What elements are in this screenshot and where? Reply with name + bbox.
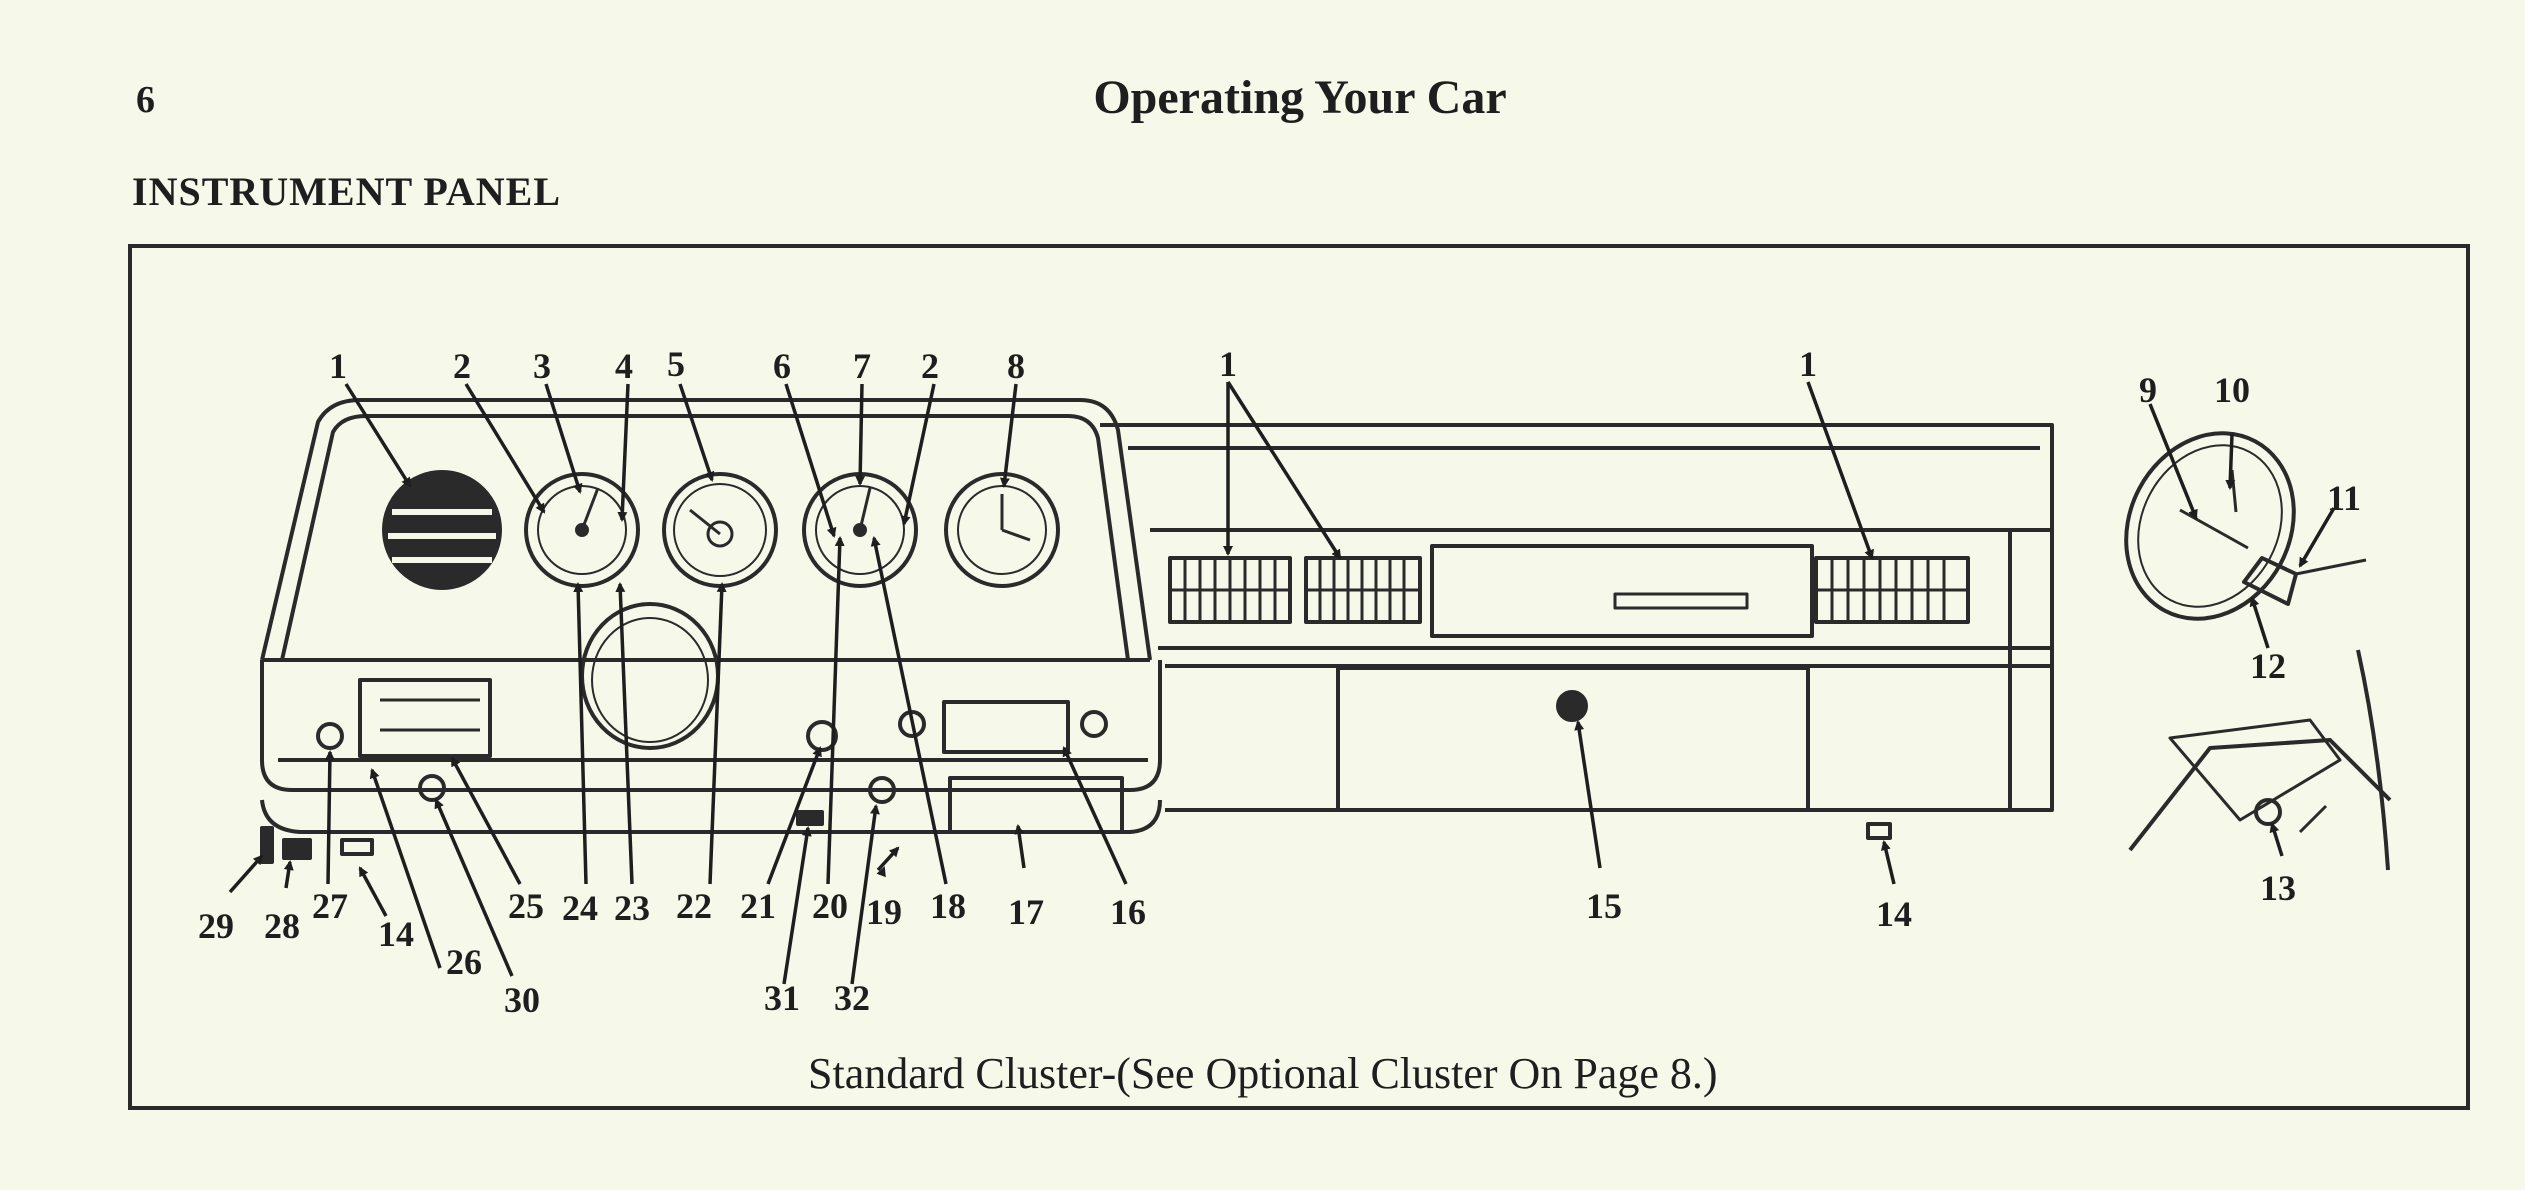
diagram-caption: Standard Cluster-(See Optional Cluster O… (808, 1049, 1718, 1098)
callout-12: 12 (2250, 646, 2286, 686)
callout-3: 3 (533, 346, 551, 386)
knob-32 (868, 776, 896, 804)
callout-4: 4 (615, 346, 633, 386)
callout-25: 25 (508, 886, 544, 926)
callout-29: 29 (198, 906, 234, 946)
vent-left-2 (1304, 556, 1422, 624)
round-vent (382, 470, 502, 590)
glove-box (1336, 666, 1810, 812)
callout-10: 10 (2214, 370, 2250, 410)
callout-20: 20 (812, 886, 848, 926)
callout-9: 9 (2139, 370, 2157, 410)
page-title: Operating Your Car (1093, 71, 1507, 124)
column-opening (580, 602, 720, 750)
callout-18: 18 (930, 886, 966, 926)
callout-15: 15 (1586, 886, 1622, 926)
gauge-clock (944, 472, 1060, 588)
callout-24: 24 (562, 888, 598, 928)
vent-left-1 (1168, 556, 1292, 624)
headlamp-switch-panel (358, 678, 492, 758)
vent-right (1814, 556, 1970, 624)
section-heading: INSTRUMENT PANEL (132, 169, 562, 214)
knob-27 (316, 722, 344, 750)
gauge-fuel-volts (524, 472, 640, 588)
callout-30: 30 (504, 980, 540, 1020)
callout-31: 31 (764, 978, 800, 1018)
callout-2: 2 (921, 346, 939, 386)
knob-30 (418, 774, 446, 802)
gauge-temp-oil (802, 472, 918, 588)
callout-17: 17 (1008, 892, 1044, 932)
callout-26: 26 (446, 942, 482, 982)
callout-14: 14 (378, 914, 414, 954)
diagram-frame (128, 244, 2470, 1110)
callout-22: 22 (676, 886, 712, 926)
callout-32: 32 (834, 978, 870, 1018)
callout-2: 2 (453, 346, 471, 386)
callout-1: 1 (1219, 344, 1237, 384)
callout-23: 23 (614, 888, 650, 928)
callout-16: 16 (1110, 892, 1146, 932)
callout-8: 8 (1007, 346, 1025, 386)
callout-21: 21 (740, 886, 776, 926)
callout-6: 6 (773, 346, 791, 386)
radio-unit (942, 700, 1070, 754)
callout-13: 13 (2260, 868, 2296, 908)
callout-27: 27 (312, 886, 348, 926)
page-number: 6 (136, 79, 155, 121)
glove-box-lock (1556, 690, 1588, 722)
callout-28: 28 (264, 906, 300, 946)
callout-5: 5 (667, 344, 685, 384)
callout-1: 1 (1799, 344, 1817, 384)
callout-1: 1 (329, 346, 347, 386)
steering-wheel-inset (2124, 431, 2367, 621)
callout-7: 7 (853, 346, 871, 386)
radio-panel (1430, 544, 1814, 638)
lower-dash (260, 660, 1162, 834)
knob-21 (806, 720, 838, 752)
gauge-speedometer (662, 472, 778, 588)
callout-14: 14 (1876, 894, 1912, 934)
column-detail-inset (2128, 649, 2392, 871)
callout-19: 19 (866, 892, 902, 932)
right-dash (1100, 423, 2054, 812)
callout-11: 11 (2327, 478, 2361, 518)
leader-lines (228, 381, 2336, 985)
ashtray (948, 776, 1124, 834)
